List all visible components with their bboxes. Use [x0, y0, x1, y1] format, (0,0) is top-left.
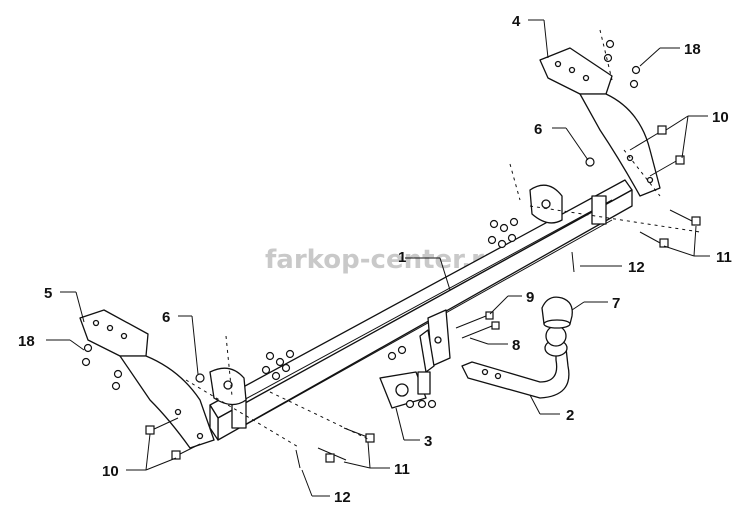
callout-18-left: 18 [18, 333, 35, 350]
bolts-center [455, 311, 500, 339]
callout-8: 8 [512, 337, 520, 354]
callout-11-right: 11 [716, 249, 732, 266]
callout-12-left: 12 [334, 489, 351, 506]
alignment-lines [185, 29, 701, 449]
right-bracket [539, 47, 661, 197]
left-side-plate [209, 367, 247, 406]
cross-beam [209, 179, 633, 441]
callout-5: 5 [44, 285, 52, 302]
callout-1: 1 [398, 249, 406, 266]
tow-ball [461, 325, 570, 399]
callout-3: 3 [424, 433, 432, 450]
callout-numbers: 1 2 3 4 5 6 6 7 8 9 10 10 11 11 12 12 18… [18, 13, 732, 506]
callout-9: 9 [526, 289, 534, 306]
callout-7: 7 [612, 295, 620, 312]
bolts-10-11 [145, 125, 701, 469]
callout-6-right: 6 [534, 121, 542, 138]
callout-11-left: 11 [394, 461, 410, 478]
left-bracket [79, 309, 215, 449]
callout-4: 4 [512, 13, 521, 30]
callout-6-left: 6 [162, 309, 170, 326]
callout-18-right: 18 [684, 41, 701, 58]
callout-12-right: 12 [628, 259, 645, 276]
callout-2: 2 [566, 407, 574, 424]
center-mount [419, 309, 451, 373]
ball-cover [541, 296, 573, 329]
socket-plate [379, 371, 431, 409]
leader-lines [46, 19, 710, 497]
washers-right [81, 39, 641, 391]
right-side-plate [529, 184, 563, 224]
callout-10-left: 10 [102, 463, 119, 480]
callout-10-right: 10 [712, 109, 729, 126]
washers-left [261, 345, 437, 409]
